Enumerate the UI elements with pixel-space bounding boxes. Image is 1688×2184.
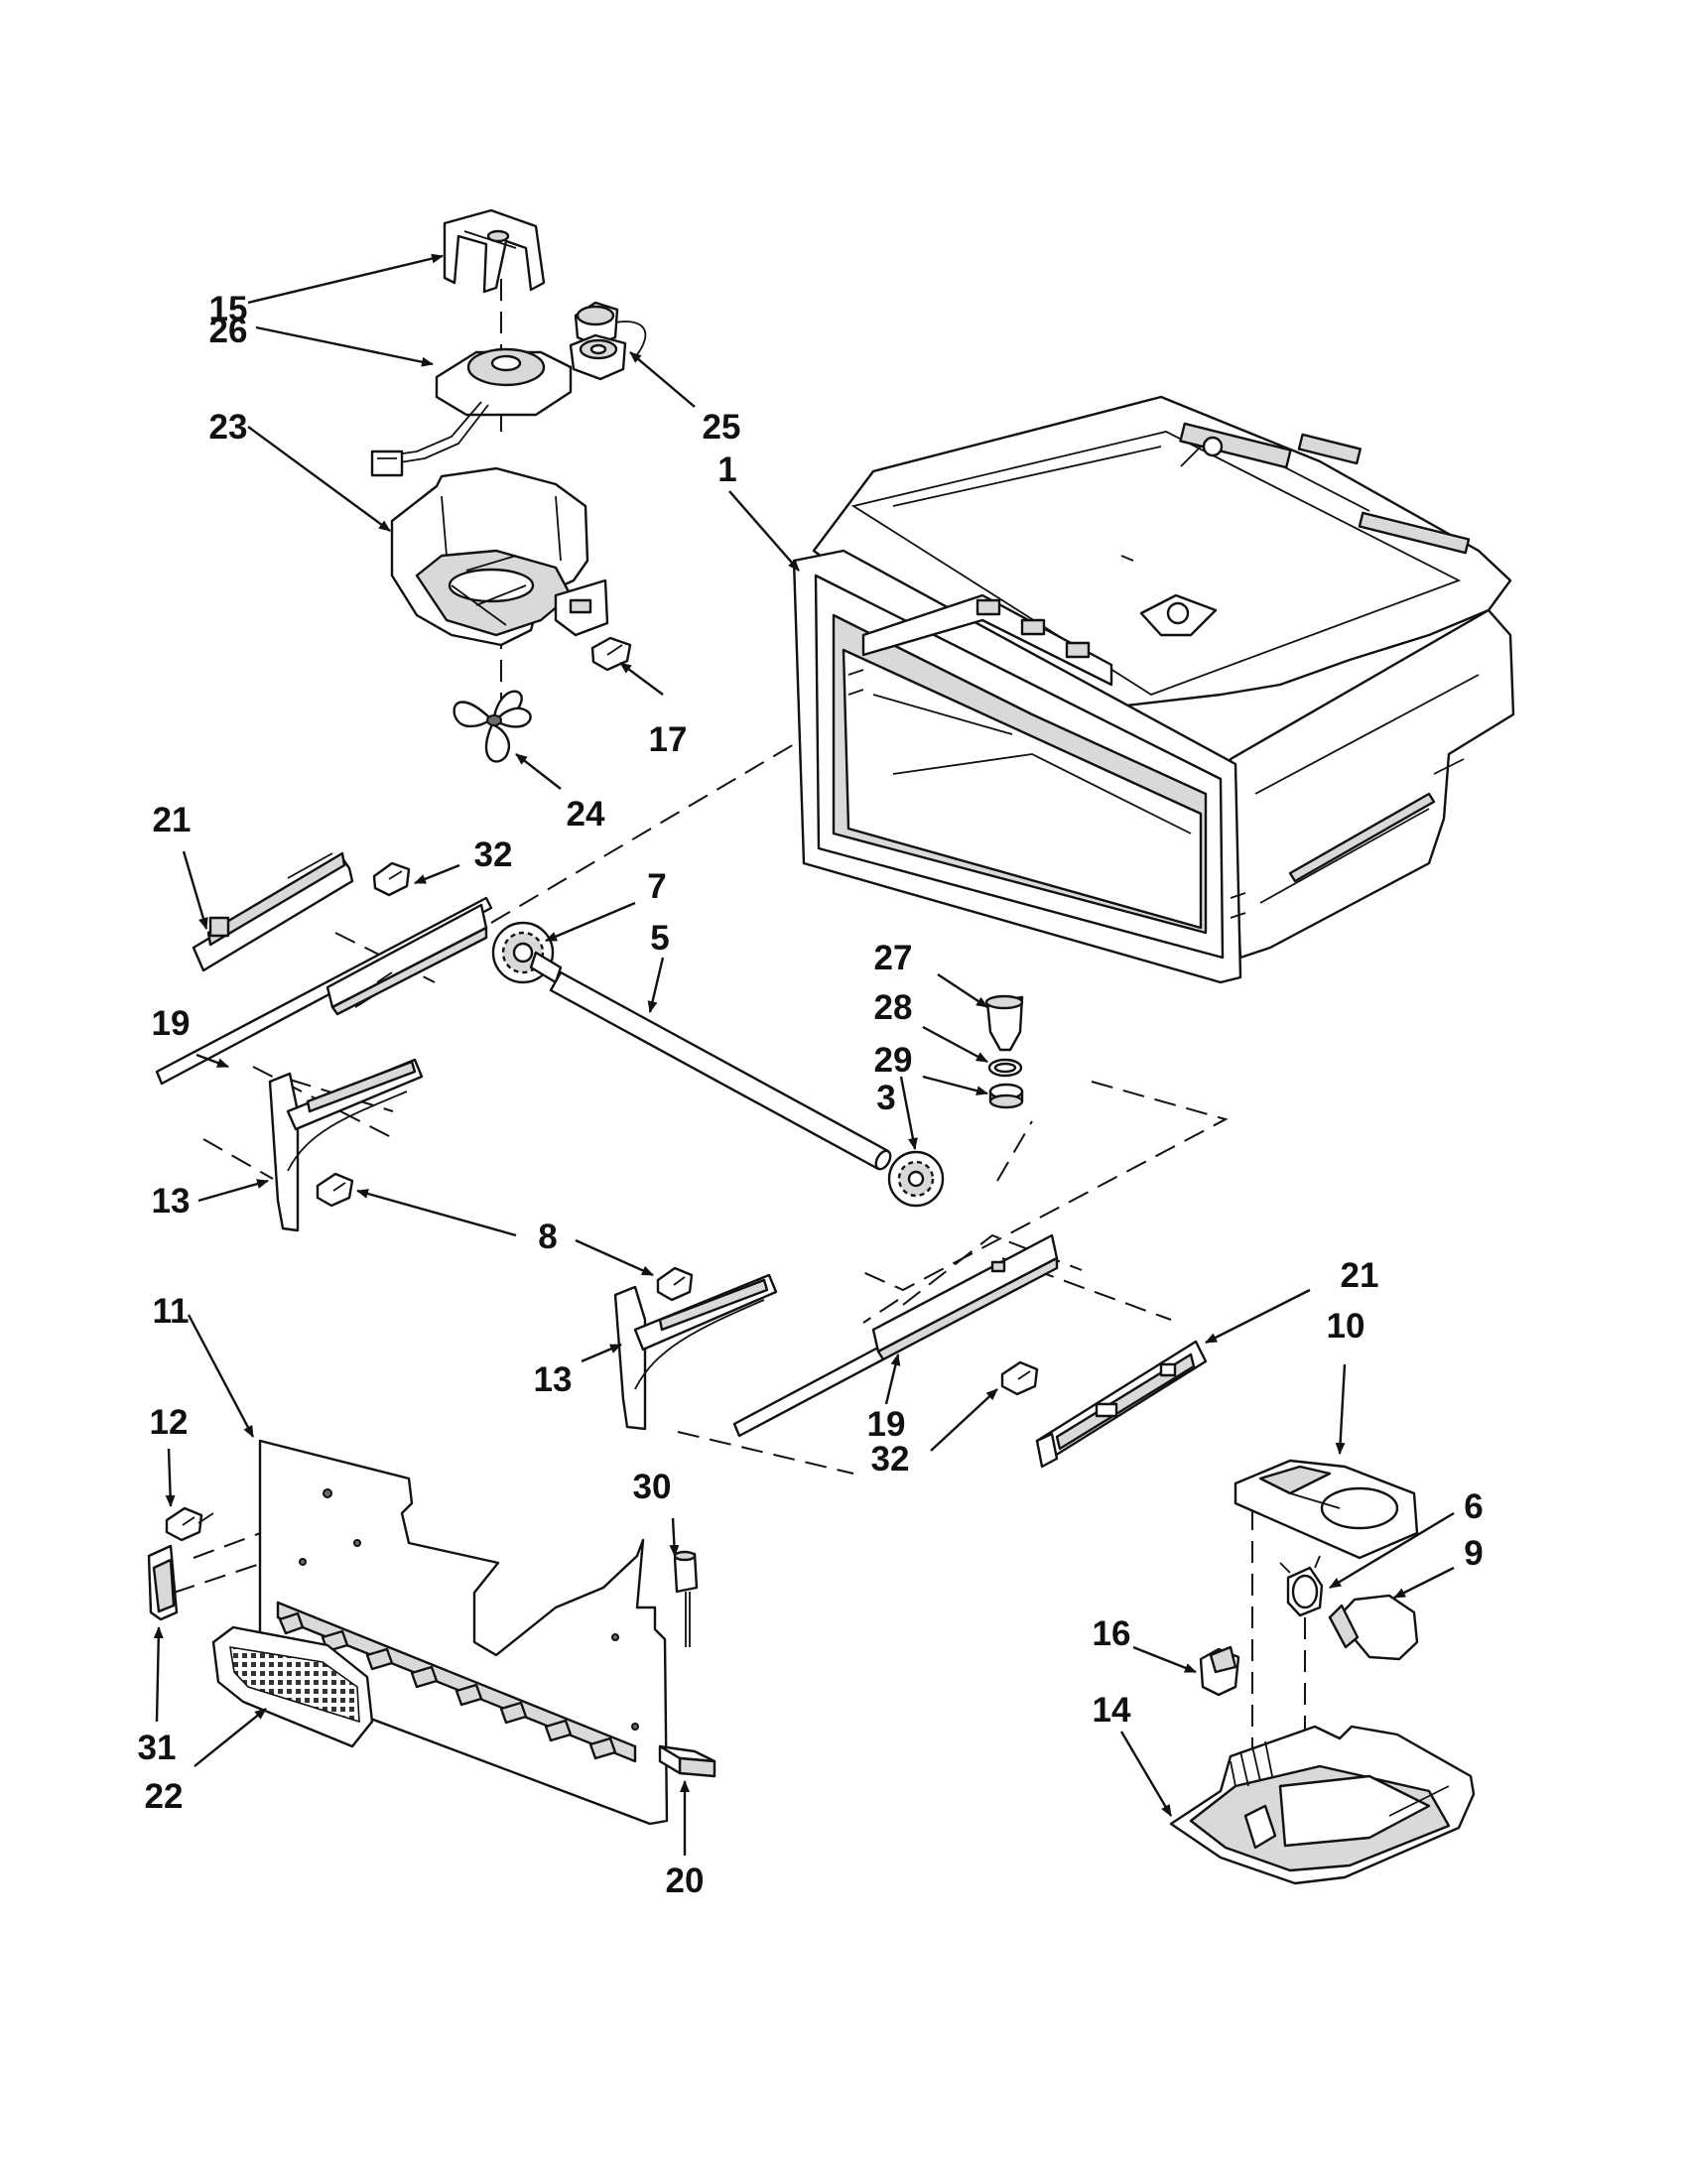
part-21-left-bracket <box>192 851 354 972</box>
callout-21-right: 21 <box>1341 1256 1379 1295</box>
callout-32-bottom: 32 <box>871 1440 910 1478</box>
part-15-bracket <box>443 208 546 294</box>
part-32-screw-top <box>372 861 411 897</box>
callout-24: 24 <box>567 795 605 834</box>
callout-28: 28 <box>874 988 913 1027</box>
part-21-right-bracket <box>1035 1340 1208 1469</box>
callout-15: 15 <box>209 290 248 328</box>
part-23-fan-housing <box>390 466 609 647</box>
callout-16: 16 <box>1093 1614 1131 1653</box>
part-10-light-shield <box>1234 1459 1419 1560</box>
callout-31: 31 <box>138 1729 177 1767</box>
part-13-left-bracket <box>268 1058 424 1232</box>
part-6-socket <box>1279 1555 1324 1617</box>
callout-26: 26 <box>209 312 248 350</box>
part-30-probe <box>673 1550 699 1647</box>
callout-23: 23 <box>209 408 248 447</box>
part-25-thermistor <box>569 301 647 381</box>
part-24-fan-blade <box>453 690 532 763</box>
part-19-left-rail <box>155 896 493 1086</box>
part-8-screw-right <box>656 1266 694 1302</box>
part-3-gear <box>887 1150 945 1208</box>
callout-14: 14 <box>1093 1691 1131 1730</box>
part-22-grille <box>211 1625 374 1748</box>
part-26-fan-motor <box>370 347 573 477</box>
callout-20: 20 <box>666 1862 705 1900</box>
callout-12: 12 <box>150 1403 189 1442</box>
part-32-screw-bottom <box>1000 1360 1039 1396</box>
part-12-screw <box>165 1506 214 1542</box>
callout-19-left: 19 <box>152 1004 191 1043</box>
callout-9: 9 <box>1464 1534 1483 1573</box>
callout-25: 25 <box>703 408 741 447</box>
part-7-gear <box>491 921 563 984</box>
part-31-trim <box>147 1544 179 1621</box>
callout-19-right: 19 <box>867 1405 906 1444</box>
callout-17: 17 <box>649 720 688 759</box>
callout-21-left: 21 <box>153 801 192 839</box>
callout-5: 5 <box>650 919 669 958</box>
part-28-ring <box>987 1058 1023 1078</box>
part-1-drawer <box>792 395 1515 984</box>
callout-11: 11 <box>153 1292 190 1331</box>
callout-7: 7 <box>647 867 666 906</box>
part-8-screw-left <box>316 1172 354 1208</box>
part-17-screw <box>590 636 632 672</box>
callout-1: 1 <box>717 450 736 489</box>
callout-13-right: 13 <box>534 1360 573 1399</box>
leader-lines <box>153 253 1455 1856</box>
part-14-light-housing <box>1169 1725 1476 1885</box>
callout-30: 30 <box>633 1468 672 1506</box>
callout-27: 27 <box>874 939 913 977</box>
part-9-bulb <box>1328 1594 1419 1661</box>
part-5-shaft <box>549 970 892 1171</box>
part-16-switch <box>1199 1645 1240 1697</box>
part-19-right-rail <box>732 1233 1059 1438</box>
callout-8: 8 <box>538 1218 557 1256</box>
callout-6: 6 <box>1464 1487 1483 1526</box>
callout-13-left: 13 <box>152 1182 191 1220</box>
callout-3-final: 3 <box>876 1079 895 1117</box>
callout-labels: 15 26 23 25 1 17 24 21 32 7 5 27 28 19 2… <box>138 290 1484 1900</box>
callout-32-top: 32 <box>474 835 513 874</box>
back-panel-vents <box>276 1601 637 1763</box>
callout-29: 29 <box>874 1041 913 1080</box>
callout-10: 10 <box>1327 1307 1365 1346</box>
part-13-right-bracket <box>613 1273 778 1431</box>
part-11-back-panel <box>258 1439 669 1826</box>
part-27-grommet <box>984 994 1024 1052</box>
part-20-bar <box>658 1744 716 1778</box>
callout-22: 22 <box>145 1777 184 1816</box>
part-29-cap <box>988 1083 1024 1109</box>
